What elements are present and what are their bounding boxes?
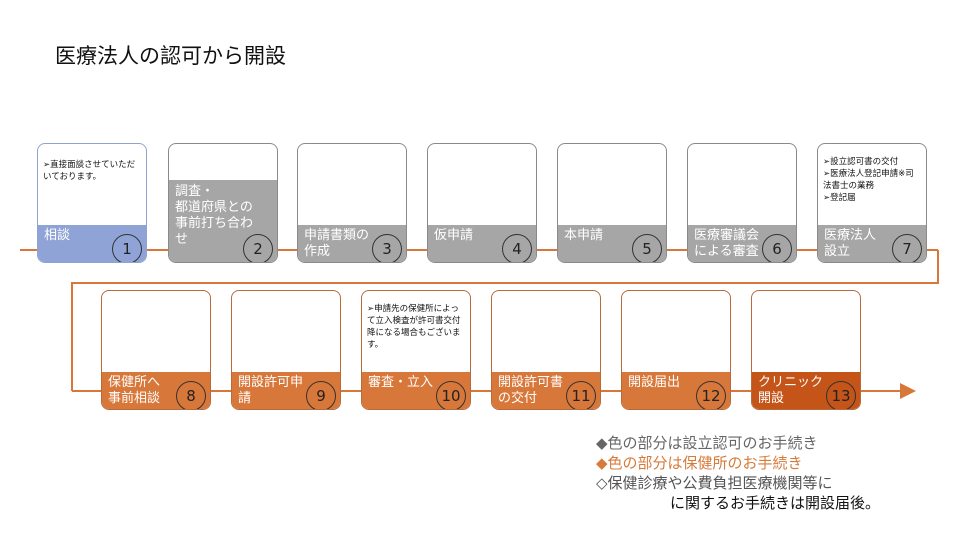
legend-line-1: ◆色の部分は設立認可のお手続き <box>596 434 818 452</box>
step-10-number: 10 <box>436 381 466 409</box>
step-card-12: 開設届出 12 <box>621 290 731 410</box>
step-3-label-box: 申請書類の 作成 3 <box>298 225 406 262</box>
step-card-5: 本申請 5 <box>557 143 667 263</box>
step-13-number: 13 <box>826 381 856 409</box>
page-title: 医療法人の認可から開設 <box>55 44 286 68</box>
step-card-9: 開設許可申 請 9 <box>231 290 341 410</box>
step-1-label: 相談 <box>44 228 71 243</box>
step-5-number: 5 <box>632 234 662 262</box>
step-10-label: 審査・立入 <box>368 375 434 390</box>
step-6-label: 医療審議会 による審査 <box>694 228 760 259</box>
step-2-label-box: 調査・ 都道府県との事前打ち合わせ 2 <box>169 180 277 262</box>
step-card-2: 調査・ 都道府県との事前打ち合わせ 2 <box>168 143 278 263</box>
step-card-8: 保健所へ 事前相談 8 <box>101 290 211 410</box>
step-7-note-1: ➢設立認可書の交付 <box>823 157 899 167</box>
step-7-note-3: ➢登記届 <box>823 193 856 203</box>
step-6-label-box: 医療審議会 による審査 6 <box>688 225 796 262</box>
legend-line-3: ◇保健診療や公費負担医療機関等に <box>596 474 833 492</box>
legend: ◆色の部分は設立認可のお手続き ◆色の部分は保健所のお手続き ◇保健診療や公費負… <box>596 433 880 513</box>
step-12-label-box: 開設届出 12 <box>622 372 730 409</box>
legend-line-orange: ◆色の部分は保健所のお手続き <box>596 453 880 473</box>
step-7-label: 医療法人 設立 <box>824 228 877 259</box>
step-11-label: 開設許可書 の交付 <box>498 375 564 406</box>
step-7-notes: ➢設立認可書の交付 ➢医療法人登記申請※司法書士の業務 ➢登記届 <box>823 156 922 204</box>
step-6-number: 6 <box>762 234 792 262</box>
step-4-label: 仮申請 <box>434 228 474 243</box>
step-7-label-box: 医療法人 設立 7 <box>818 225 926 262</box>
step-1-label-box: 相談 1 <box>38 225 146 262</box>
step-1-number: 1 <box>112 234 142 262</box>
step-3-label: 申請書類の 作成 <box>304 228 370 259</box>
step-12-label: 開設届出 <box>628 375 681 390</box>
step-card-10: ➢申請先の保健所によって立入検査が許可書交付降になる場合もございます。 審査・立… <box>361 290 471 410</box>
step-5-label: 本申請 <box>564 228 604 243</box>
step-11-number: 11 <box>566 381 596 409</box>
step-card-3: 申請書類の 作成 3 <box>297 143 407 263</box>
step-9-label: 開設許可申 請 <box>238 375 304 406</box>
step-4-label-box: 仮申請 4 <box>428 225 536 262</box>
step-11-label-box: 開設許可書 の交付 11 <box>492 372 600 409</box>
step-10-label-box: 審査・立入 10 <box>362 372 470 409</box>
legend-line-gray: ◆色の部分は設立認可のお手続き <box>596 433 880 453</box>
step-2-label: 調査・ 都道府県との事前打ち合わせ <box>175 184 254 247</box>
step-card-11: 開設許可書 の交付 11 <box>491 290 601 410</box>
step-card-13: クリニック 開設 13 <box>751 290 861 410</box>
step-1-note: ➢直接面談させていただいております。 <box>43 160 136 182</box>
step-card-7: ➢設立認可書の交付 ➢医療法人登記申請※司法書士の業務 ➢登記届 医療法人 設立… <box>817 143 927 263</box>
step-card-4: 仮申請 4 <box>427 143 537 263</box>
step-13-label: クリニック 開設 <box>758 375 824 406</box>
legend-line-note: ◇保健診療や公費負担医療機関等に <box>596 473 880 493</box>
step-card-1: ➢直接面談させていただいております。 相談 1 <box>37 143 147 263</box>
step-8-label: 保健所へ 事前相談 <box>108 375 161 406</box>
step-9-label-box: 開設許可申 請 9 <box>232 372 340 409</box>
legend-line-4: に関するお手続きは開設届後。 <box>670 494 881 512</box>
legend-line-2: ◆色の部分は保健所のお手続き <box>596 454 803 472</box>
wrap-connector <box>71 250 939 391</box>
step-13-label-box: クリニック 開設 13 <box>752 372 860 409</box>
step-5-label-box: 本申請 5 <box>558 225 666 262</box>
step-card-6: 医療審議会 による審査 6 <box>687 143 797 263</box>
step-2-number: 2 <box>243 234 273 262</box>
step-10-note: ➢申請先の保健所によって立入検査が許可書交付降になる場合もございます。 <box>367 304 461 350</box>
step-7-number: 7 <box>892 234 922 262</box>
step-4-number: 4 <box>502 234 532 262</box>
step-3-number: 3 <box>372 234 402 262</box>
step-12-number: 12 <box>696 381 726 409</box>
step-8-number: 8 <box>176 381 206 409</box>
step-8-label-box: 保健所へ 事前相談 8 <box>102 372 210 409</box>
step-9-number: 9 <box>306 381 336 409</box>
step-7-note-2: ➢医療法人登記申請※司法書士の業務 <box>823 169 914 191</box>
